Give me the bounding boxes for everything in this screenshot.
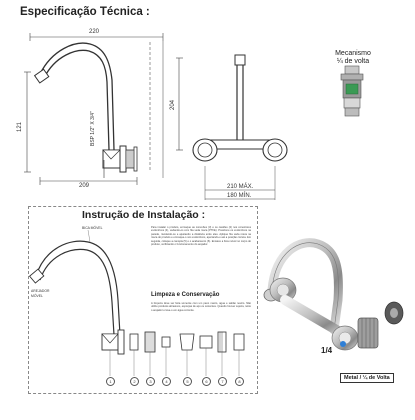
callout-aerator-1: AREJADOR [31,289,50,293]
mechanism-label: Mecanismo ¼ de volta [318,50,388,66]
install-text: Para instalar o produto, enrosque as con… [151,226,251,247]
spec-title: Especificação Técnica : [20,6,150,18]
part-number: 1 [106,377,115,386]
mechanism-label-line1: Mecanismo [335,50,371,57]
part-number: 2 [130,377,139,386]
part-number: 8 [235,377,244,386]
part-number: 5 [183,377,192,386]
dim-width-bottom: 209 [79,183,90,189]
mechanism-label-line2: ¼ de volta [336,58,370,65]
dim-width-top: 220 [89,29,100,35]
dim-min: 180 MÍN. [227,193,252,199]
part-number: 7 [218,377,227,386]
maintenance-text: A limpeza deve ser feita somente com um … [151,302,251,312]
maintenance-title: Limpeza e Conservação [151,292,220,298]
part-number: 3 [146,377,155,386]
callout-swivel-spout: BICA MÓVEL [82,226,103,230]
dim-max: 210 MÁX. [227,184,254,190]
callout-aerator-2: MÓVEL [31,294,43,298]
product-badge: Metal / ¼ de Volta [340,373,394,383]
quarter-turn-label: 1/4 [321,346,333,355]
part-number: 6 [202,377,211,386]
part-number: 4 [162,377,171,386]
install-panel [28,206,258,394]
install-title: Instrução de Instalação : [82,209,206,221]
